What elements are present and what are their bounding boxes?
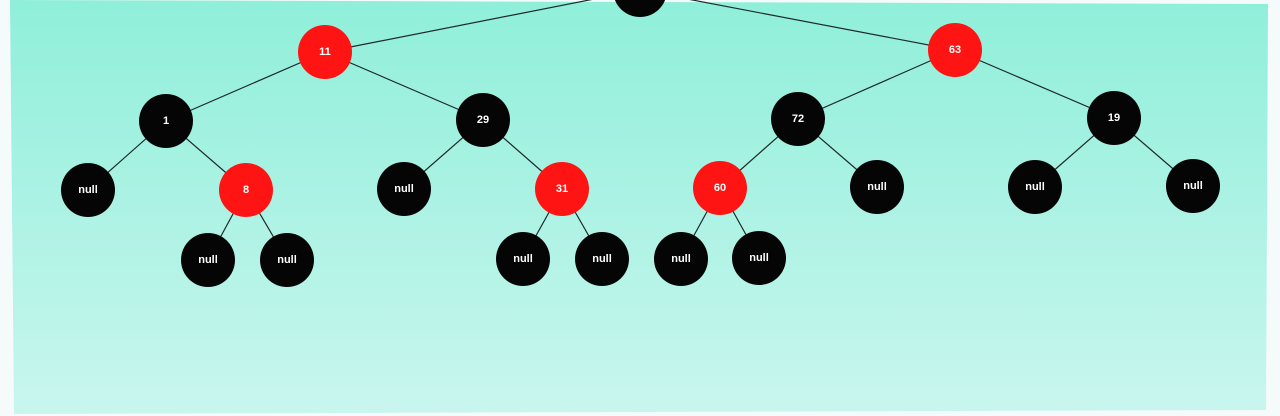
red-node-circle xyxy=(535,162,589,216)
black-node-circle xyxy=(732,231,786,285)
red-node-circle xyxy=(298,25,352,79)
node-label: null xyxy=(867,181,887,193)
black-node-circle xyxy=(850,160,904,214)
tree-node-n19: 19 xyxy=(1087,91,1141,145)
node-label: null xyxy=(1025,181,1045,193)
nodes-layer: 11 63 1 29 72 19 null 8 null 31 60 null null null null… xyxy=(61,0,1220,287)
edge-n11-n29 xyxy=(324,51,484,121)
diagram-background xyxy=(10,0,1268,414)
black-node-circle xyxy=(260,233,314,287)
tree-node-n8: 8 xyxy=(219,163,273,217)
tree-node-null10: null xyxy=(654,232,708,286)
black-node-circle xyxy=(1166,159,1220,213)
node-label: 1 xyxy=(163,115,169,127)
tree-node-null1: null xyxy=(61,163,115,217)
tree-node-null8: null xyxy=(496,232,550,286)
tree-node-null2: null xyxy=(377,162,431,216)
black-node-circle xyxy=(771,92,825,146)
tree-node-root xyxy=(614,0,666,17)
black-node-circle xyxy=(377,162,431,216)
node-label: null xyxy=(513,253,533,265)
node-label: 29 xyxy=(477,114,489,126)
black-node-circle xyxy=(575,232,629,286)
node-label: null xyxy=(78,184,98,196)
tree-node-n31: 31 xyxy=(535,162,589,216)
black-node-circle xyxy=(456,93,510,147)
node-label: null xyxy=(277,254,297,266)
edge-n11-n1 xyxy=(165,51,326,122)
node-label: 60 xyxy=(714,182,726,194)
black-node-circle xyxy=(614,0,666,17)
tree-node-n60: 60 xyxy=(693,161,747,215)
node-label: 72 xyxy=(792,113,804,125)
edge-root-n63 xyxy=(689,0,956,51)
node-label: 8 xyxy=(243,184,249,196)
black-node-circle xyxy=(1087,91,1141,145)
black-node-circle xyxy=(61,163,115,217)
black-node-circle xyxy=(496,232,550,286)
edge-root-n11 xyxy=(324,0,593,53)
tree-node-n1: 1 xyxy=(139,94,193,148)
red-node-circle xyxy=(219,163,273,217)
tree-node-n72: 72 xyxy=(771,92,825,146)
tree-node-null6: null xyxy=(181,233,235,287)
black-node-circle xyxy=(654,232,708,286)
node-label: 63 xyxy=(949,44,961,56)
node-label: null xyxy=(394,183,414,195)
red-node-circle xyxy=(693,161,747,215)
node-label: null xyxy=(592,253,612,265)
node-label: null xyxy=(198,254,218,266)
tree-node-null4: null xyxy=(1008,160,1062,214)
node-label: 19 xyxy=(1108,112,1120,124)
node-label: null xyxy=(749,252,769,264)
black-node-circle xyxy=(1008,160,1062,214)
red-node-circle xyxy=(928,23,982,77)
tree-node-n29: 29 xyxy=(456,93,510,147)
tree-node-null9: null xyxy=(575,232,629,286)
black-node-circle xyxy=(139,94,193,148)
node-label: null xyxy=(671,253,691,265)
black-node-circle xyxy=(181,233,235,287)
tree-node-null11: null xyxy=(732,231,786,285)
node-label: null xyxy=(1183,180,1203,192)
node-label: 31 xyxy=(556,183,568,195)
edge-n63-n72 xyxy=(797,49,956,120)
tree-node-n11: 11 xyxy=(298,25,352,79)
tree-node-null7: null xyxy=(260,233,314,287)
tree-node-n63: 63 xyxy=(928,23,982,77)
edge-n63-n19 xyxy=(954,49,1115,119)
node-label: 11 xyxy=(319,46,331,58)
tree-node-null3: null xyxy=(850,160,904,214)
tree-node-null5: null xyxy=(1166,159,1220,213)
